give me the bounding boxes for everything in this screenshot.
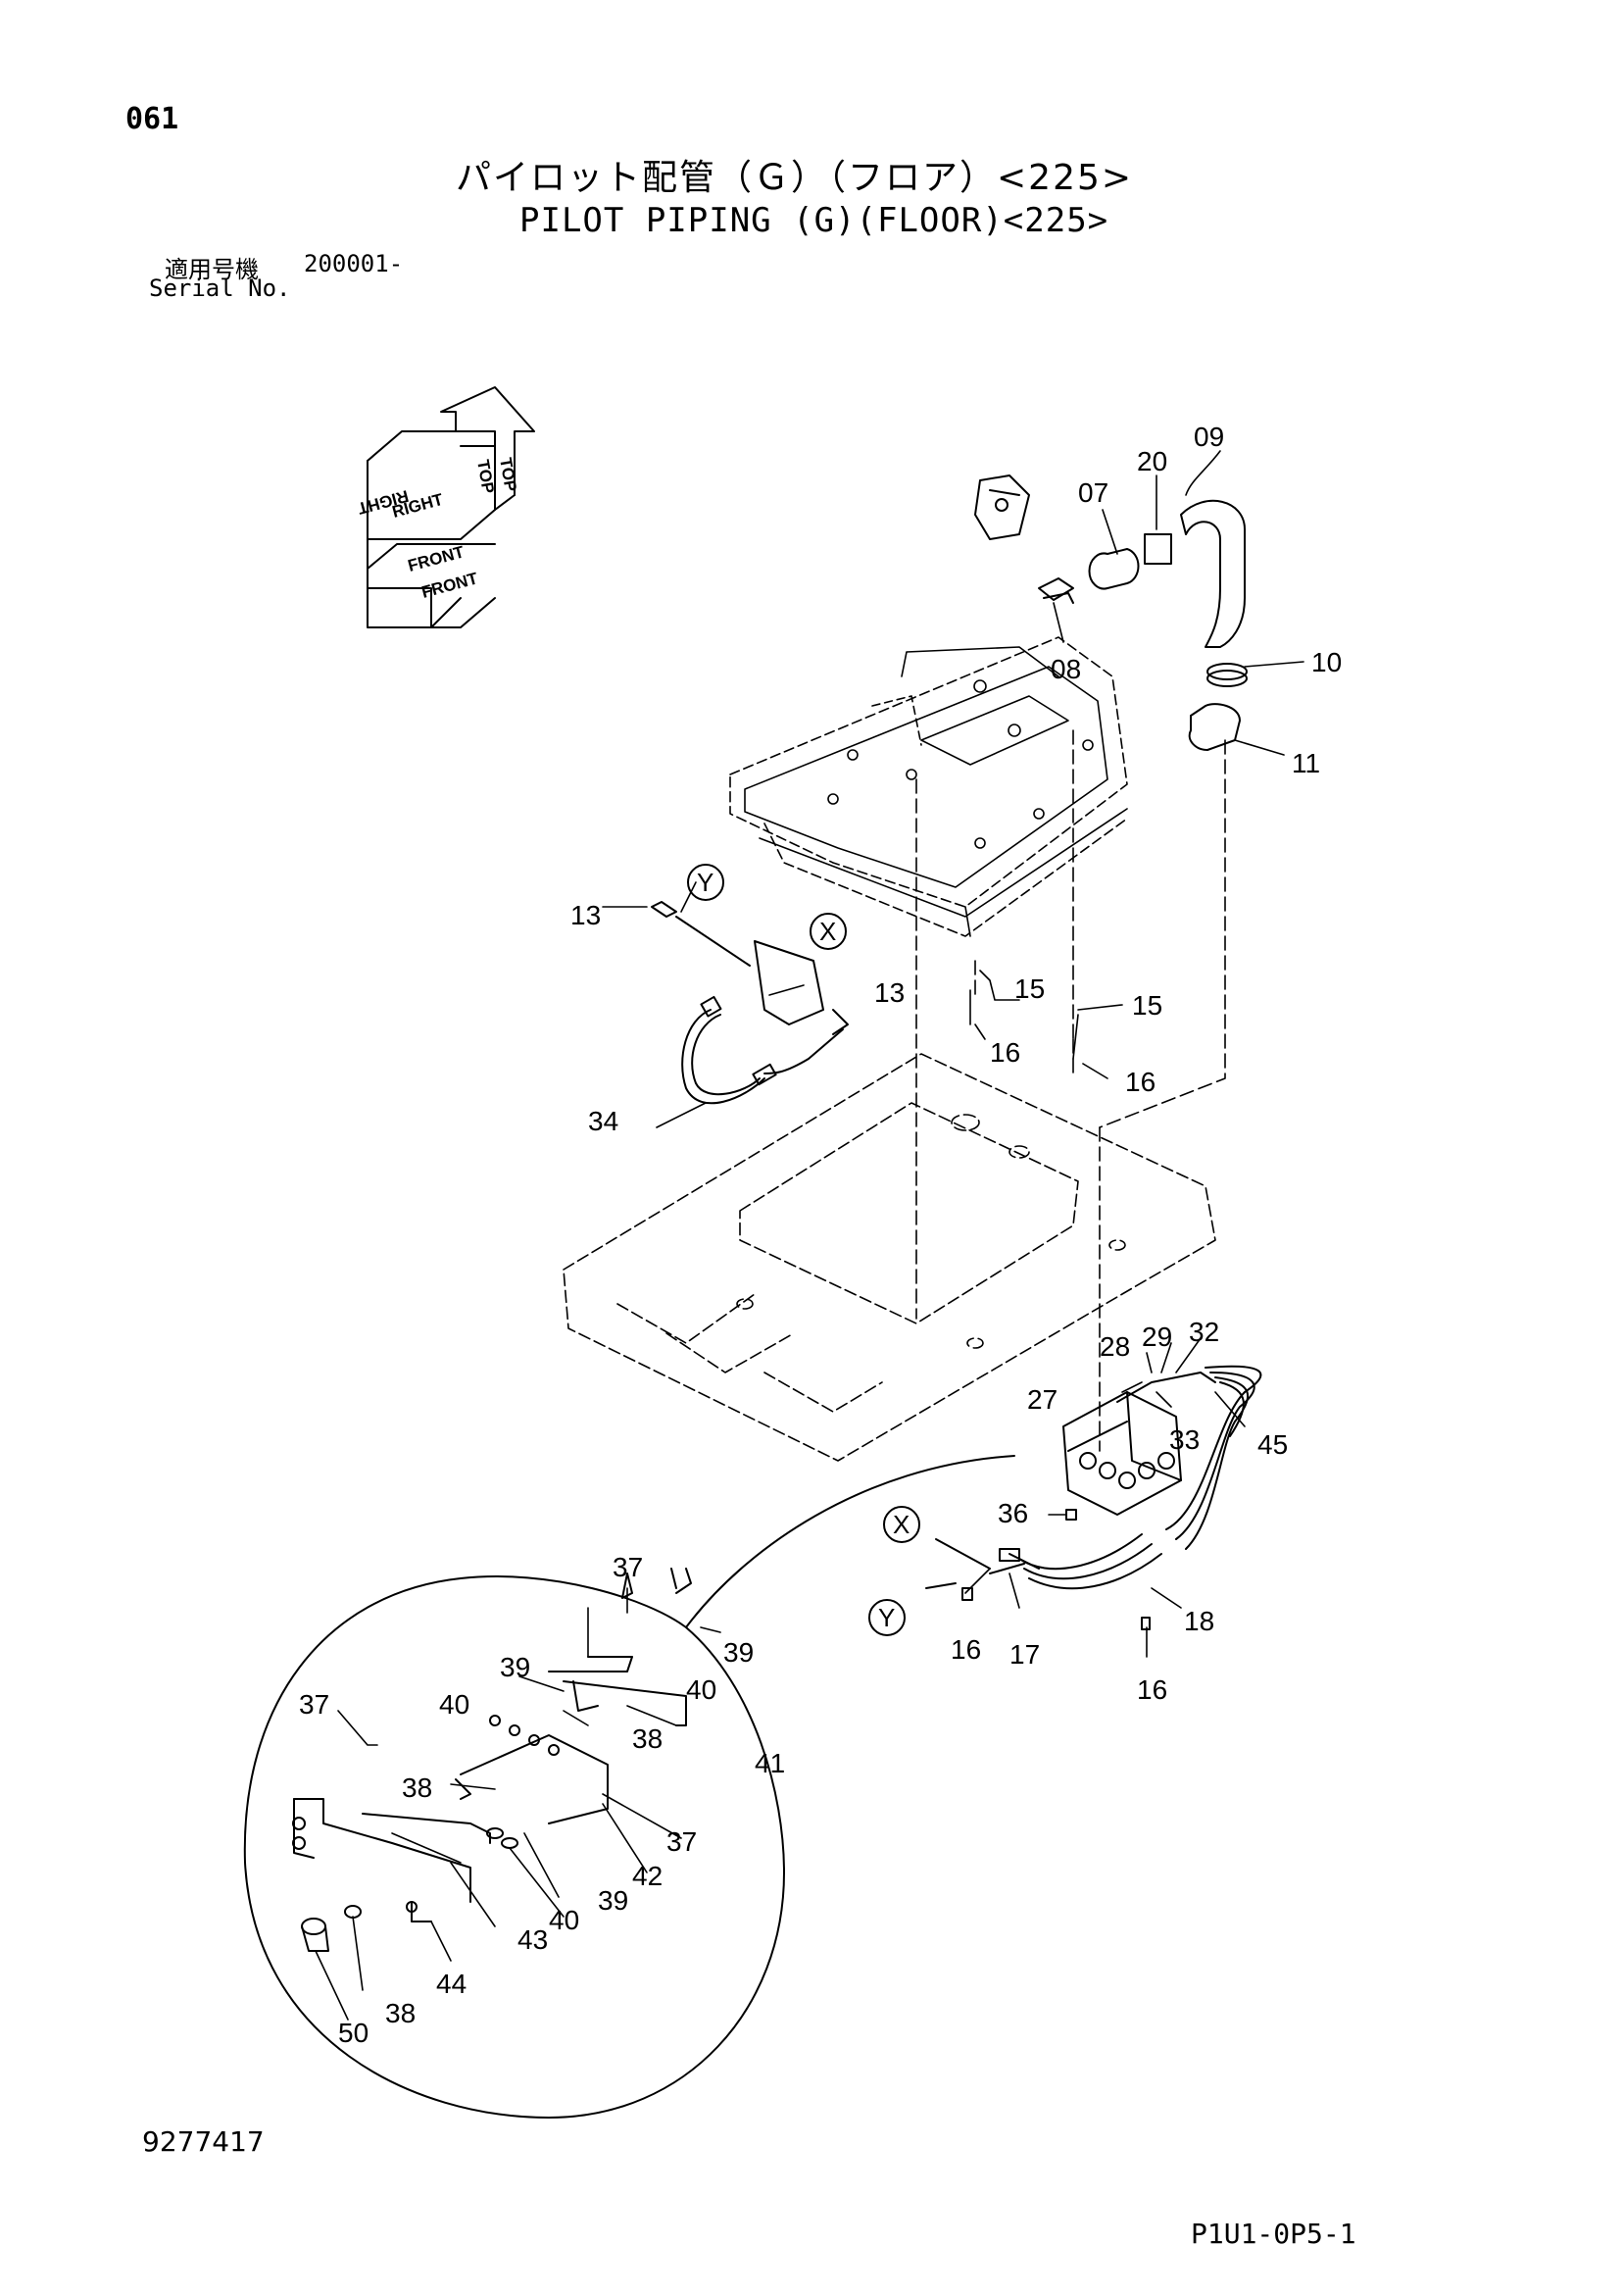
callout-32: 32 <box>1189 1317 1219 1347</box>
callout-40c: 40 <box>549 1905 579 1935</box>
callout-13b: 13 <box>874 977 905 1008</box>
orientation-indicator: TOP RIGHT FRONT TOP RIGHT FRONT <box>355 386 535 628</box>
callout-07: 07 <box>1078 477 1108 508</box>
callout-43: 43 <box>517 1924 548 1955</box>
page-number: 061 <box>125 102 179 136</box>
callout-labels: 09 20 07 08 10 11 13 13 15 15 16 16 34 2… <box>299 422 1342 2048</box>
callout-27: 27 <box>1027 1384 1057 1415</box>
left-hose-assembly <box>651 901 849 1105</box>
callout-16b: 16 <box>1125 1067 1156 1097</box>
orient-label-top-2: TOP <box>496 456 520 492</box>
callout-37b: 37 <box>299 1689 329 1720</box>
marker-x-top <box>810 913 847 950</box>
marker-y-bottom <box>868 1599 906 1636</box>
callout-33: 33 <box>1169 1424 1200 1455</box>
callout-39c: 39 <box>598 1885 628 1916</box>
callout-11: 11 <box>1292 748 1320 778</box>
marker-y-top-label: Y <box>697 868 713 897</box>
callout-40b: 40 <box>686 1674 716 1705</box>
marker-x-bottom <box>883 1506 920 1543</box>
callout-29: 29 <box>1142 1322 1172 1352</box>
callout-16a: 16 <box>990 1037 1020 1068</box>
callout-37a: 37 <box>613 1552 643 1582</box>
callout-38a: 38 <box>632 1723 663 1754</box>
leader-lines <box>315 450 1304 2021</box>
callout-34: 34 <box>588 1106 618 1136</box>
alignment-lines <box>915 729 1226 1452</box>
callout-38c: 38 <box>385 1998 416 2028</box>
callout-42: 42 <box>632 1861 663 1891</box>
callout-13a: 13 <box>570 900 601 930</box>
callout-15b: 15 <box>1132 990 1162 1021</box>
serial-label-japanese: 適用号機 <box>165 256 259 283</box>
callout-50: 50 <box>338 2018 369 2048</box>
callout-28: 28 <box>1100 1331 1130 1362</box>
callout-39a: 39 <box>500 1652 530 1682</box>
callout-38b: 38 <box>402 1772 432 1803</box>
orient-label-front-2: FRONT <box>419 569 480 602</box>
callout-40a: 40 <box>439 1689 469 1720</box>
marker-x-bottom-label: X <box>893 1510 910 1539</box>
seat-frame <box>729 636 1128 937</box>
document-number: 9277417 <box>142 2125 265 2158</box>
marker-y-bottom-label: Y <box>878 1603 895 1632</box>
detail-circle <box>243 1455 1015 2119</box>
callout-15a: 15 <box>1014 973 1045 1004</box>
callout-20: 20 <box>1137 446 1167 476</box>
serial-label-english: Serial No. <box>149 275 291 302</box>
title-english: PILOT PIPING (G)(FLOOR)<225> <box>519 201 1109 240</box>
callout-41: 41 <box>755 1748 785 1778</box>
orient-label-front: FRONT <box>406 542 467 575</box>
callout-16c: 16 <box>951 1634 981 1665</box>
callout-39b: 39 <box>723 1637 754 1668</box>
marker-y-top <box>687 864 724 901</box>
sheet-code: P1U1-0P5-1 <box>1191 2218 1356 2250</box>
callout-44: 44 <box>436 1969 467 1999</box>
callout-09: 09 <box>1194 422 1224 452</box>
control-block-assembly <box>925 1365 1262 1630</box>
callout-16d: 16 <box>1137 1674 1167 1705</box>
callout-45: 45 <box>1257 1429 1288 1460</box>
callout-37c: 37 <box>666 1826 697 1857</box>
floor-plate <box>563 1053 1216 1462</box>
pipe-parts <box>974 474 1248 751</box>
callout-36: 36 <box>998 1498 1028 1528</box>
title-japanese: パイロット配管（Ｇ）（フロア）<225> <box>456 158 1134 198</box>
serial-value: 200001- <box>304 250 404 277</box>
callout-17: 17 <box>1009 1639 1040 1670</box>
marker-x-top-label: X <box>819 917 836 946</box>
callout-10: 10 <box>1311 647 1342 677</box>
callout-18: 18 <box>1184 1606 1214 1636</box>
marker-group: Y X X Y <box>687 864 920 1636</box>
callout-08: 08 <box>1051 654 1081 684</box>
